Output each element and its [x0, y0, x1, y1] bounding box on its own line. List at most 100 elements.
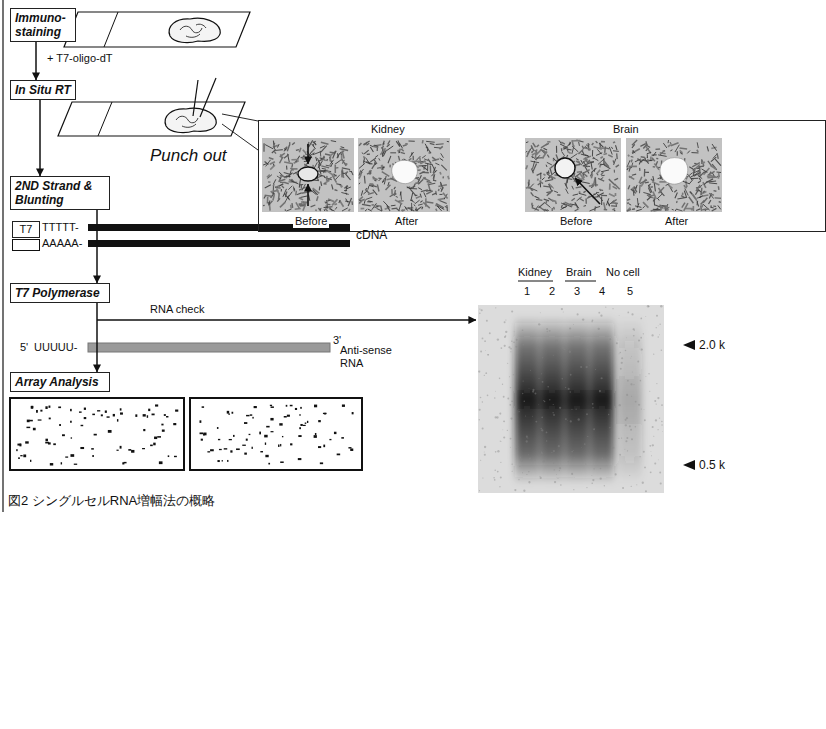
array-spot: [61, 462, 62, 464]
tissue-texture: [284, 162, 293, 164]
array-spot: [252, 447, 253, 449]
tissue-texture: [699, 178, 701, 181]
micrograph-group: [262, 138, 722, 212]
tissue-texture: [335, 165, 337, 173]
gel-grain-dot: [626, 437, 628, 439]
tissue-texture: [616, 165, 619, 167]
gel-grain-dot: [527, 438, 528, 439]
tissue-texture: [604, 165, 610, 169]
gel-grain-dot: [612, 308, 613, 309]
array-spot: [107, 416, 110, 417]
array-spot: [45, 439, 48, 442]
tissue-texture: [362, 153, 364, 154]
gel-grain-dot: [555, 339, 557, 341]
array-spot: [70, 421, 72, 423]
tissue-texture: [299, 198, 303, 200]
tissue-texture: [345, 174, 350, 180]
gel-grain-dot: [621, 437, 622, 438]
array-spot: [120, 446, 122, 449]
tissue-texture: [395, 200, 402, 204]
array-spot: [25, 441, 29, 443]
gel-grain-dot: [581, 447, 583, 449]
tissue-texture: [613, 186, 617, 188]
gel-grain-dot: [534, 459, 535, 460]
array-spot: [157, 436, 161, 438]
array-spot: [50, 463, 53, 465]
tissue-texture: [448, 176, 449, 179]
gel-grain-dot: [598, 312, 600, 314]
array-spot: [162, 429, 165, 431]
array-spot: [19, 444, 21, 447]
tissue-texture: [634, 186, 637, 192]
step-box: 2ND Strand & Blunting: [10, 176, 110, 210]
tissue-texture: [319, 166, 321, 174]
tissue-texture: [314, 141, 316, 144]
gel-grain-dot: [512, 471, 513, 472]
gel-grain-dot: [634, 330, 635, 331]
array-spot: [26, 427, 30, 428]
promoter-complement-box: [13, 240, 40, 251]
tissue-texture: [300, 196, 307, 198]
gel-grain-dot: [627, 312, 629, 314]
tissue-texture: [582, 159, 587, 163]
box-label: Array Analysis: [15, 375, 105, 389]
step-box: Array Analysis: [10, 372, 110, 392]
tissue-texture: [647, 154, 648, 158]
tissue-texture: [613, 150, 619, 152]
tissue-texture: [346, 185, 347, 191]
tissue-texture: [571, 198, 574, 200]
tissue-texture: [426, 191, 433, 194]
tissue-texture: [567, 155, 568, 157]
tissue-texture: [560, 206, 567, 209]
tissue-texture: [379, 158, 380, 160]
array-spot: [122, 462, 124, 464]
tissue-texture: [709, 200, 711, 204]
array-spot: [318, 420, 321, 422]
tissue-texture: [576, 161, 580, 162]
tissue-texture: [704, 171, 706, 172]
tissue-texture: [364, 200, 365, 204]
flow-arrow: [96, 210, 98, 283]
gel-grain-dot: [480, 351, 482, 353]
tissue-texture: [320, 158, 323, 159]
tissue-texture: [359, 183, 360, 184]
tissue-texture: [636, 209, 642, 211]
tissue-texture: [645, 181, 649, 183]
tissue-texture: [703, 204, 710, 210]
tissue-texture: [551, 208, 553, 211]
array-spot: [135, 414, 137, 417]
tissue-texture: [420, 201, 422, 203]
gel-grain-dot: [569, 328, 571, 330]
gel-grain-dot: [507, 363, 508, 364]
array-spot: [154, 437, 157, 440]
tissue-texture: [649, 159, 653, 161]
tissue-texture: [693, 195, 697, 201]
tissue-texture: [435, 191, 437, 195]
array-spot: [254, 406, 257, 408]
gel-grain-dot: [573, 476, 575, 478]
tissue-texture: [263, 143, 264, 151]
tissue-texture: [387, 205, 390, 211]
gel-grain-dot: [562, 311, 564, 313]
tissue-texture: [542, 178, 545, 181]
gel-grain-dot: [495, 390, 497, 392]
gel-grain-dot: [644, 466, 646, 468]
array-panel: [190, 398, 362, 470]
gel-grain-dot: [504, 321, 506, 323]
tissue-texture: [367, 154, 370, 155]
gel-grain-dot: [482, 428, 484, 430]
tissue-texture: [596, 141, 598, 143]
gel-grain-dot: [484, 446, 486, 448]
tissue-texture: [652, 182, 659, 185]
tissue-texture: [598, 178, 604, 181]
tissue-texture: [533, 143, 536, 147]
tissue-texture: [629, 204, 631, 205]
array-spot: [200, 432, 204, 434]
gel-grain-dot: [503, 436, 505, 438]
tissue-texture: [685, 188, 688, 195]
gel-grain-dot: [546, 328, 548, 330]
tissue-texture: [273, 143, 275, 145]
tissue-texture: [597, 170, 601, 174]
tissue-texture: [614, 210, 616, 211]
